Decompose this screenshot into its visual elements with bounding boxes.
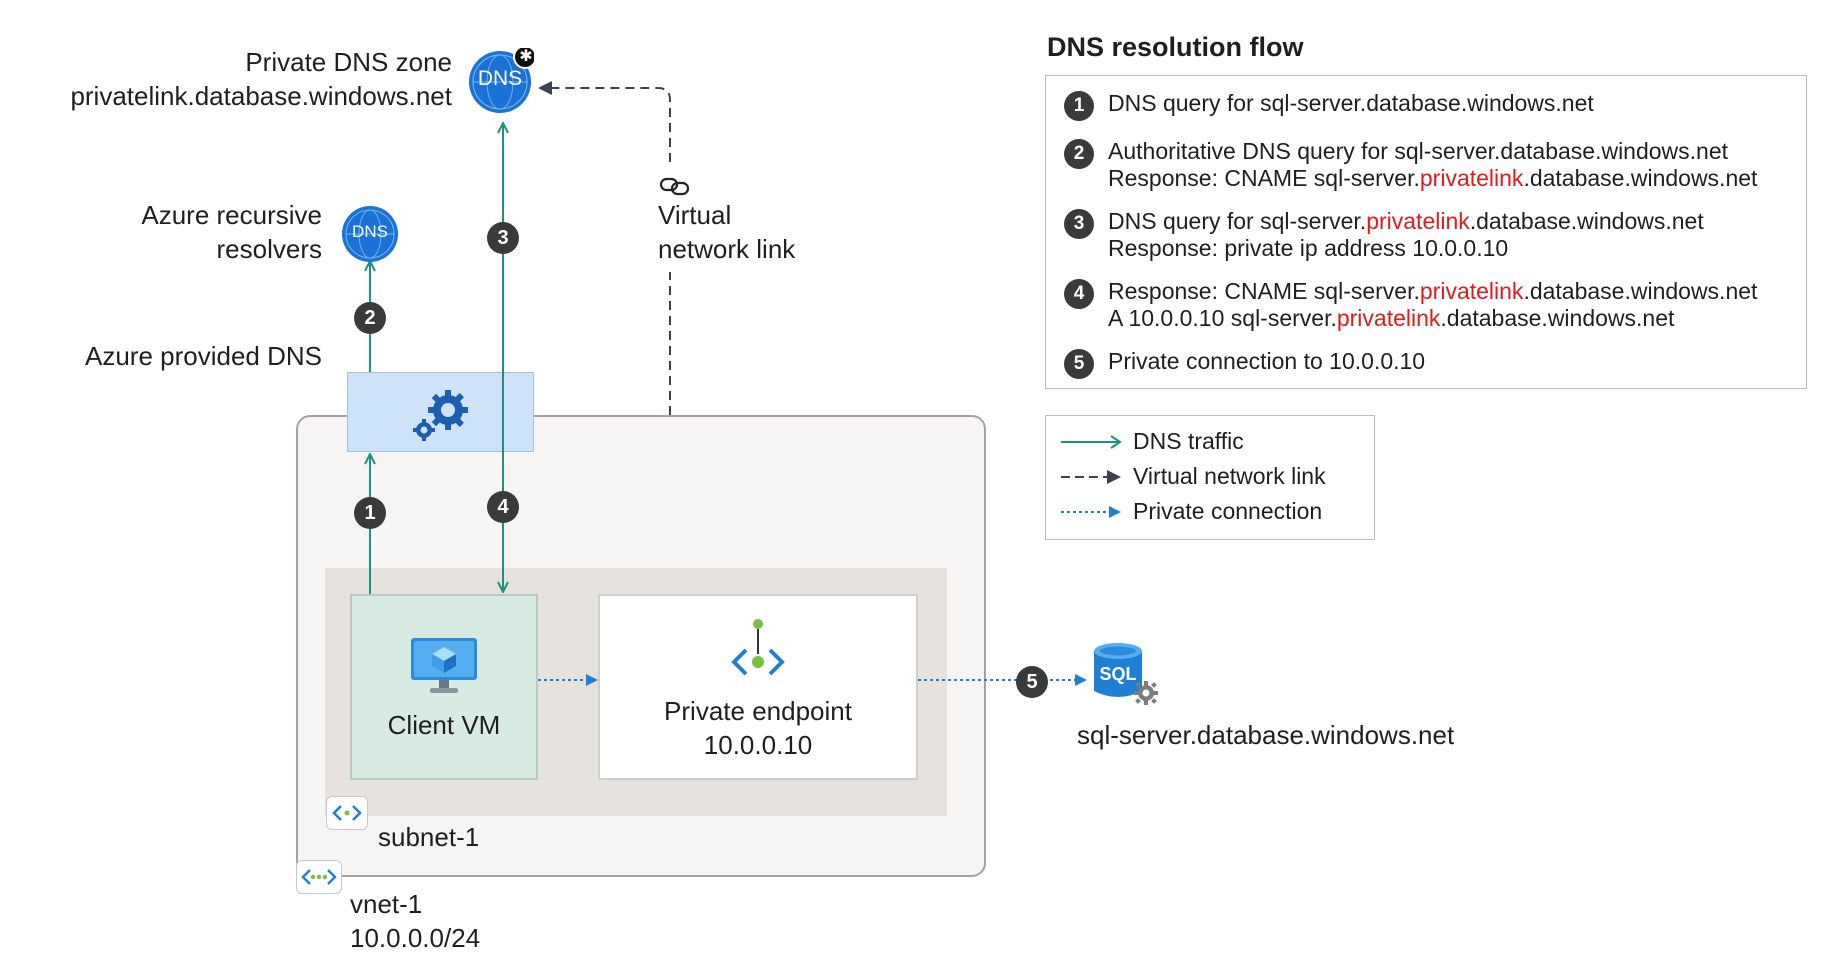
flow-step-number: 4 [1064,279,1094,309]
flow-step-text: DNS query for sql-server.database.window… [1108,90,1594,116]
private-endpoint-label: Private endpoint 10.0.0.10 [598,694,918,762]
vnet-name: vnet-1 [350,889,423,919]
flow-step-4: 4 Response: CNAME sql-server.privatelink… [1064,278,1806,332]
flow-step-number: 1 [1064,91,1094,121]
legend-vnet-link-label: Virtual network link [1133,463,1326,489]
flow-steps-box: 1 DNS query for sql-server.database.wind… [1045,75,1807,389]
subnet-icon [326,796,368,830]
sql-database-icon: SQL [1092,641,1162,707]
private-dns-zone-icon: DNS ✱ [466,45,537,116]
step-badge-3: 3 [487,222,519,254]
legend-dns-traffic: DNS traffic [1061,424,1374,459]
client-vm-icon [410,637,478,695]
vnet-link-line-upper [538,81,671,162]
azure-provided-dns-label: Azure provided DNS [85,341,322,371]
flow-title: DNS resolution flow [1047,32,1304,62]
gears-icon [410,384,476,444]
flow-step-5: 5 Private connection to 10.0.0.10 [1064,348,1806,379]
vnet-icon [296,860,342,894]
link-icon [659,174,690,196]
client-vm-label: Client VM [387,710,501,740]
flow-step-number: 2 [1064,139,1094,169]
recursive-resolvers-line1: Azure recursive [141,200,322,230]
private-endpoint-ip: 10.0.0.10 [703,730,813,760]
recursive-dns-icon-text: DNS [352,222,388,241]
private-endpoint-title: Private endpoint [664,696,852,726]
legend-private-connection-label: Private connection [1133,498,1323,524]
step-badge-5: 5 [1016,666,1048,698]
flow-step-text: Private connection to 10.0.0.10 [1108,348,1426,374]
flow-step-text: Response: CNAME sql-server.privatelink.d… [1108,278,1758,331]
recursive-dns-icon: DNS [340,204,400,264]
private-dns-zone-icon-text: DNS [477,67,523,90]
vnet-link-line1: Virtual [658,200,732,230]
recursive-resolvers-line2: resolvers [216,234,322,264]
vnet-cidr: 10.0.0.0/24 [350,923,481,953]
flow-step-text: DNS query for sql-server.privatelink.dat… [1108,208,1704,261]
asterisk-icon: ✱ [519,48,533,65]
flow-step-number: 5 [1064,349,1094,379]
flow-step-2: 2 Authoritative DNS query for sql-server… [1064,138,1806,192]
private-dns-zone-label: Private DNS zone privatelink.database.wi… [30,45,452,113]
legend-vnet-link: Virtual network link [1061,459,1374,494]
sql-server-label: sql-server.database.windows.net [1077,720,1455,750]
subnet-label: subnet-1 [378,822,480,852]
recursive-resolvers-label: Azure recursive resolvers [100,198,322,266]
legend-dashed-arrow-icon [1061,469,1121,484]
legend-dns-traffic-label: DNS traffic [1133,428,1244,454]
private-endpoint-icon [728,618,788,680]
flow-step-text: Authoritative DNS query for sql-server.d… [1108,138,1758,191]
legend-dotted-arrow-icon [1061,505,1121,518]
step-badge-2: 2 [354,302,386,334]
private-dns-zone-title: Private DNS zone [245,47,452,77]
step-badge-1: 1 [354,497,386,529]
flow-step-1: 1 DNS query for sql-server.database.wind… [1064,90,1806,121]
vnet-label: vnet-1 10.0.0.0/24 [350,887,480,955]
vnet-link-line2: network link [658,234,796,264]
legend-teal-arrow-icon [1061,434,1122,449]
private-dns-zone-name: privatelink.database.windows.net [70,81,452,111]
virtual-network-link-label: Virtual network link [658,198,858,266]
flow-step-number: 3 [1064,209,1094,239]
legend: DNS traffic Virtual network link Private… [1045,415,1375,540]
legend-private-connection: Private connection [1061,494,1374,529]
step-badge-4: 4 [487,491,519,523]
sql-icon-text: SQL [1099,664,1137,684]
flow-step-3: 3 DNS query for sql-server.privatelink.d… [1064,208,1806,262]
